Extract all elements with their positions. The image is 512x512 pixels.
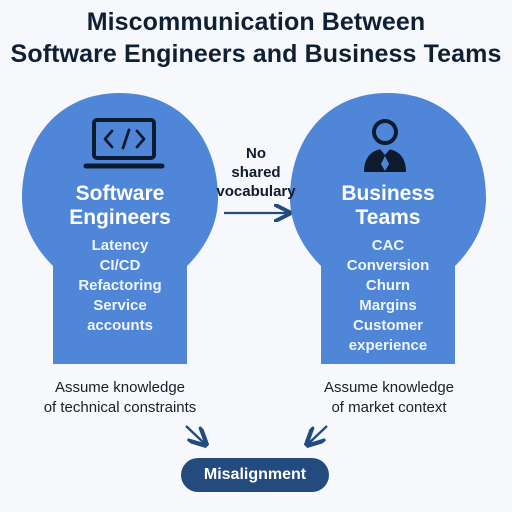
title-line-2: Software Engineers and Business Teams [10,40,502,68]
business-teams-content: Business Teams CAC Conversion Churn Marg… [308,182,468,356]
shared-vocabulary-label: No shared vocabulary [211,144,301,201]
business-term: Churn [365,277,411,294]
business-person-icon [364,119,406,172]
business-term: experience [348,337,428,354]
shared-vocabulary-line-1: No [246,145,266,162]
software-term: Latency [91,237,149,254]
business-teams-terms: CAC Conversion Churn Margins Customer ex… [308,236,468,356]
engineers-note-line-2: of technical constraints [43,399,197,416]
left-down-arrow-icon [185,425,204,443]
shared-vocabulary-line-2: shared [231,164,281,181]
misalignment-badge: Misalignment [181,458,329,492]
software-engineers-bubble [22,93,218,364]
business-term: Customer [352,317,423,334]
software-engineers-title-line-2: Engineers [69,206,171,229]
business-teams-title-line-1: Business [341,182,435,205]
software-engineers-content: Software Engineers Latency CI/CD Refacto… [40,182,200,336]
business-note-line-1: Assume knowledge [323,379,455,396]
right-down-arrow-icon [309,425,328,443]
software-term: CI/CD [99,257,141,274]
software-term: accounts [87,317,153,334]
business-teams-title: Business Teams [308,182,468,230]
shared-vocabulary-line-3: vocabulary [216,183,296,200]
title-line-1: Miscommunication Between [86,8,426,36]
software-term: Refactoring [78,277,162,294]
software-engineers-title: Software Engineers [40,182,200,230]
business-teams-bubble [290,93,486,364]
software-engineers-title-line-1: Software [75,182,165,205]
engineers-note-line-1: Assume knowledge [54,379,186,396]
business-term: Conversion [346,257,430,274]
business-term: CAC [371,237,405,254]
software-engineers-terms: Latency CI/CD Refactoring Service accoun… [40,236,200,336]
business-term: Margins [359,297,417,314]
laptop-code-icon [83,118,165,169]
diagram-title: Miscommunication Between Software Engine… [0,6,512,70]
software-term: Service [93,297,147,314]
business-assumption-note: Assume knowledge of market context [299,378,479,418]
business-note-line-2: of market context [331,399,447,416]
engineers-assumption-note: Assume knowledge of technical constraint… [25,378,215,418]
business-teams-title-line-2: Teams [355,206,421,229]
